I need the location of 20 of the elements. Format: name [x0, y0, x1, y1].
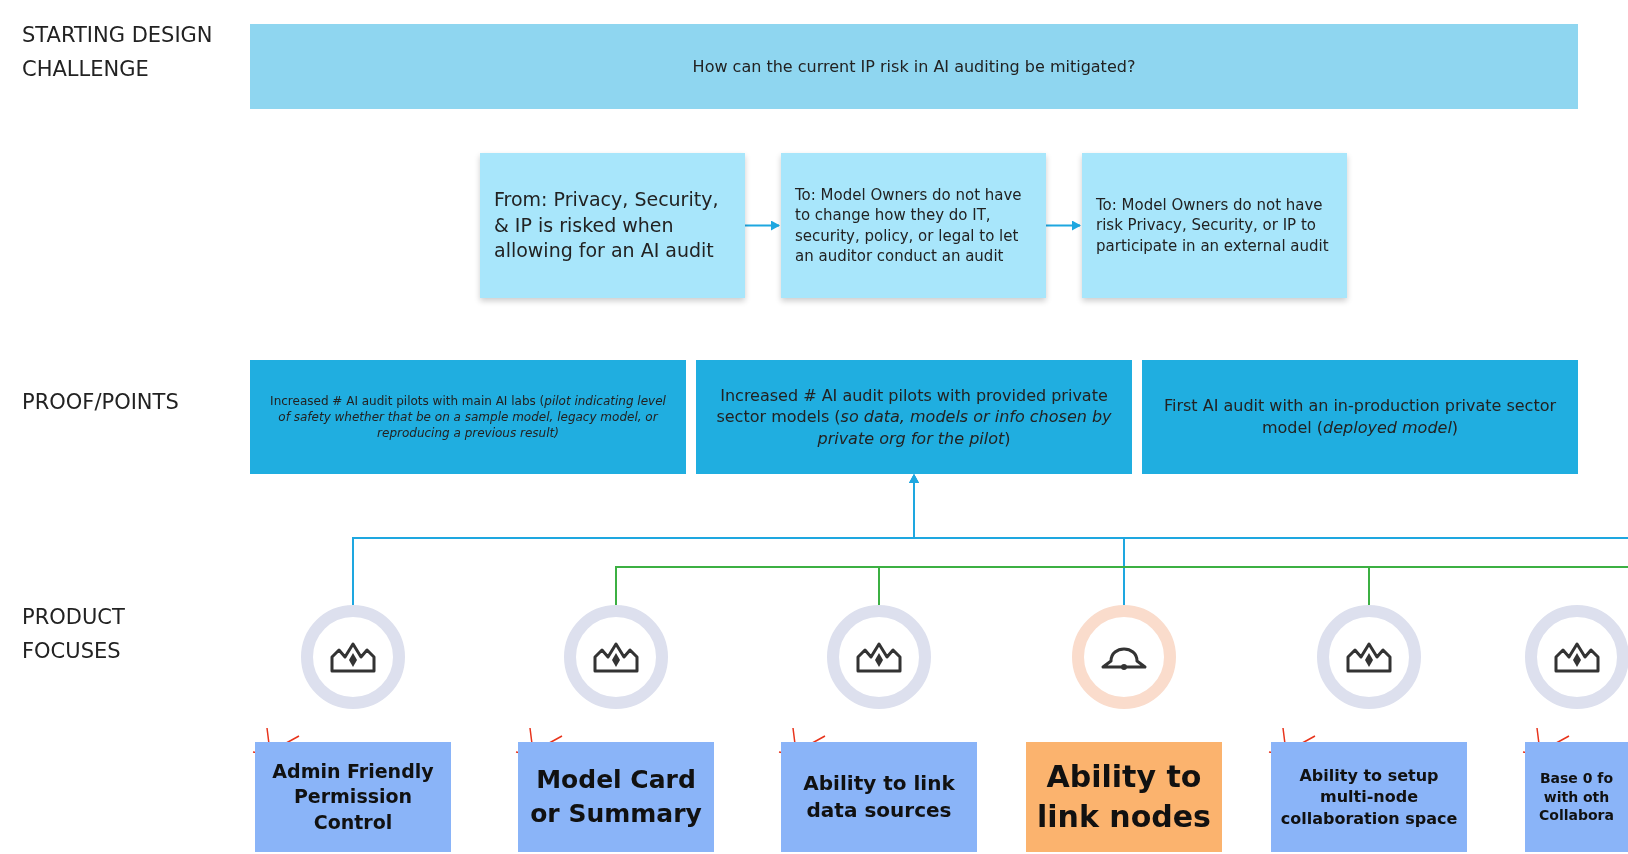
connector: [909, 474, 1628, 539]
focus-card: Ability to link nodes: [1026, 742, 1222, 852]
proof-point-box: First AI audit with an in-production private sector model (deployed model): [1142, 360, 1578, 474]
focus-card: Admin Friendly Permission Control: [255, 742, 451, 852]
focus-card: Ability to setup multi-node collaboration space: [1271, 742, 1467, 852]
focus-card: Model Card or Summary: [518, 742, 714, 852]
sticky-note: To: Model Owners do not have to change how they do IT, security, policy, or legal to let an auditor conduct an audit: [781, 153, 1046, 298]
challenge-banner: How can the current IP risk in AI auditing be mitigated?: [250, 24, 1578, 109]
focus-card: Ability to link data sources: [781, 742, 977, 852]
row-heading: STARTING DESIGN CHALLENGE: [22, 22, 214, 83]
row-heading: PROOF/POINTS: [22, 389, 180, 416]
row-heading: PRODUCT FOCUSES: [22, 604, 126, 665]
sticky-note: From: Privacy, Security, & IP is risked when allowing for an AI audit: [480, 153, 745, 298]
sticky-note: To: Model Owners do not have risk Privacy, Security, or IP to participate in an external audit: [1082, 153, 1347, 298]
connector: [1045, 220, 1081, 231]
connector: [744, 220, 780, 231]
connector: [1368, 566, 1628, 606]
proof-point-box: Increased # AI audit pilots with main AI labs (pilot indicating level of safety whether that be on a sample model, legacy model, or reproducing a previous result): [250, 360, 686, 474]
proof-point-box: Increased # AI audit pilots with provided private sector models (so data, models or info chosen by private org for the pilot): [696, 360, 1132, 474]
focus-card: Base 0 fo with oth Collabora: [1525, 742, 1628, 852]
